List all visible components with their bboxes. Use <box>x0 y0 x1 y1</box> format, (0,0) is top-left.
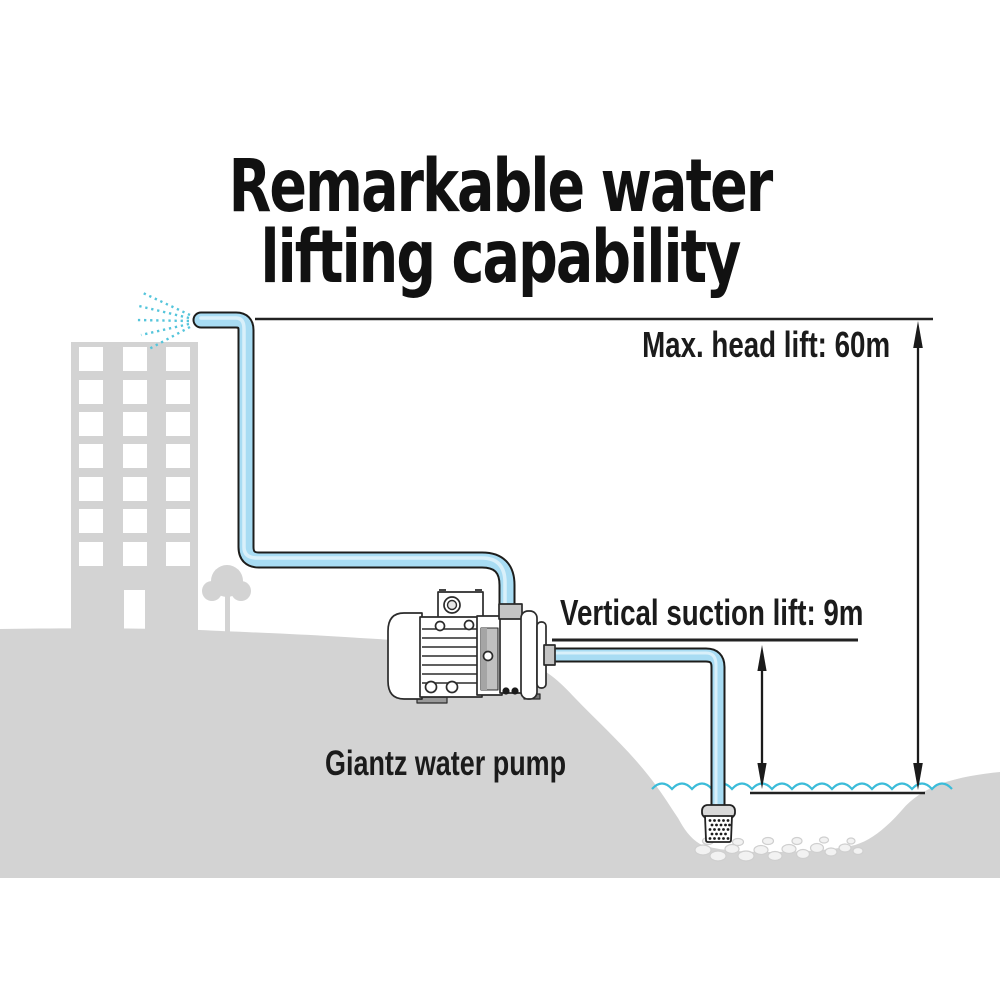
max-head-lift-label: Max. head lift: 60m <box>641 324 890 365</box>
tree-icon <box>202 565 251 632</box>
delivery-pipe <box>192 311 516 621</box>
title-line-2: lifting capability <box>260 215 742 300</box>
ground-silhouette <box>0 628 1000 878</box>
head-lift-arrow <box>913 321 923 790</box>
suction-lift-label: Vertical suction lift: 9m <box>560 592 864 633</box>
suction-pipe <box>545 647 726 812</box>
title-line-1: Remarkable water <box>228 144 774 229</box>
pebbles <box>694 836 864 862</box>
building-silhouette <box>71 342 198 634</box>
spray-icon <box>136 291 191 351</box>
strainer-icon <box>701 804 736 843</box>
water-pump-illustration <box>387 589 556 704</box>
water-line <box>651 782 953 791</box>
page-title: Remarkable water lifting capability <box>120 144 880 300</box>
suction-lift-arrow <box>757 645 767 789</box>
pump-caption-label: Giantz water pump <box>325 744 567 783</box>
